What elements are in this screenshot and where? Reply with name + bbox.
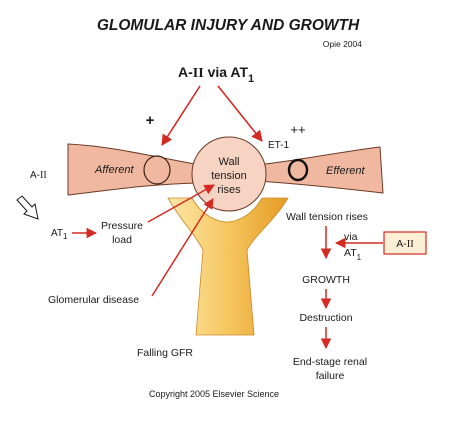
glomerulus-label-line3: rises xyxy=(217,184,241,196)
glomerulus-label-line1: Wall xyxy=(219,156,240,168)
cascade-end-stage-line1: End-stage renal xyxy=(293,356,367,368)
afferent-label: Afferent xyxy=(94,164,134,176)
et1-label: ET-1 xyxy=(268,140,290,151)
afferent-sphincter xyxy=(143,155,171,185)
receptor-heading: A-II via AT1 xyxy=(178,64,254,85)
pressure-label-line1: Pressure xyxy=(101,220,143,232)
aii-box xyxy=(383,231,427,255)
pressure-to-glomerulus-arrow xyxy=(147,184,215,223)
copyright: Copyright 2005 Elsevier Science xyxy=(149,389,279,399)
cascade-growth: GROWTH xyxy=(302,274,350,286)
hollow-down-arrow xyxy=(16,195,39,220)
plus-efferent: ++ xyxy=(290,122,305,137)
cascade-destruction: Destruction xyxy=(299,312,352,324)
afferent-arteriole xyxy=(67,143,201,196)
citation: Opie 2004 xyxy=(323,39,362,49)
efferent-label: Efferent xyxy=(326,165,365,177)
cascade-via: via xyxy=(344,231,358,243)
disease-to-glomerulus-arrow xyxy=(151,198,214,297)
falling-gfr-label: Falling GFR xyxy=(137,347,193,359)
pressure-label-line2: load xyxy=(112,234,132,246)
left-at1-label: AT1 xyxy=(51,228,68,241)
plus-afferent: + xyxy=(146,112,155,129)
glomerular-disease-label: Glomerular disease xyxy=(48,294,139,306)
aii-box-label: A-II xyxy=(396,238,414,250)
heading-to-afferent-arrow xyxy=(161,85,201,146)
cascade-wall-tension: Wall tension rises xyxy=(286,211,368,223)
glomerulus-label-line2: tension xyxy=(211,170,246,182)
heading-to-efferent-arrow xyxy=(217,85,263,142)
diagram-title: GLOMULAR INJURY AND GROWTH xyxy=(97,17,360,34)
bowman-capsule-tubule xyxy=(167,197,289,336)
left-aii-label: A-II xyxy=(30,170,47,181)
cascade-end-stage-line2: failure xyxy=(316,370,345,382)
efferent-sphincter xyxy=(287,158,309,182)
cascade-at1: AT1 xyxy=(344,247,362,262)
